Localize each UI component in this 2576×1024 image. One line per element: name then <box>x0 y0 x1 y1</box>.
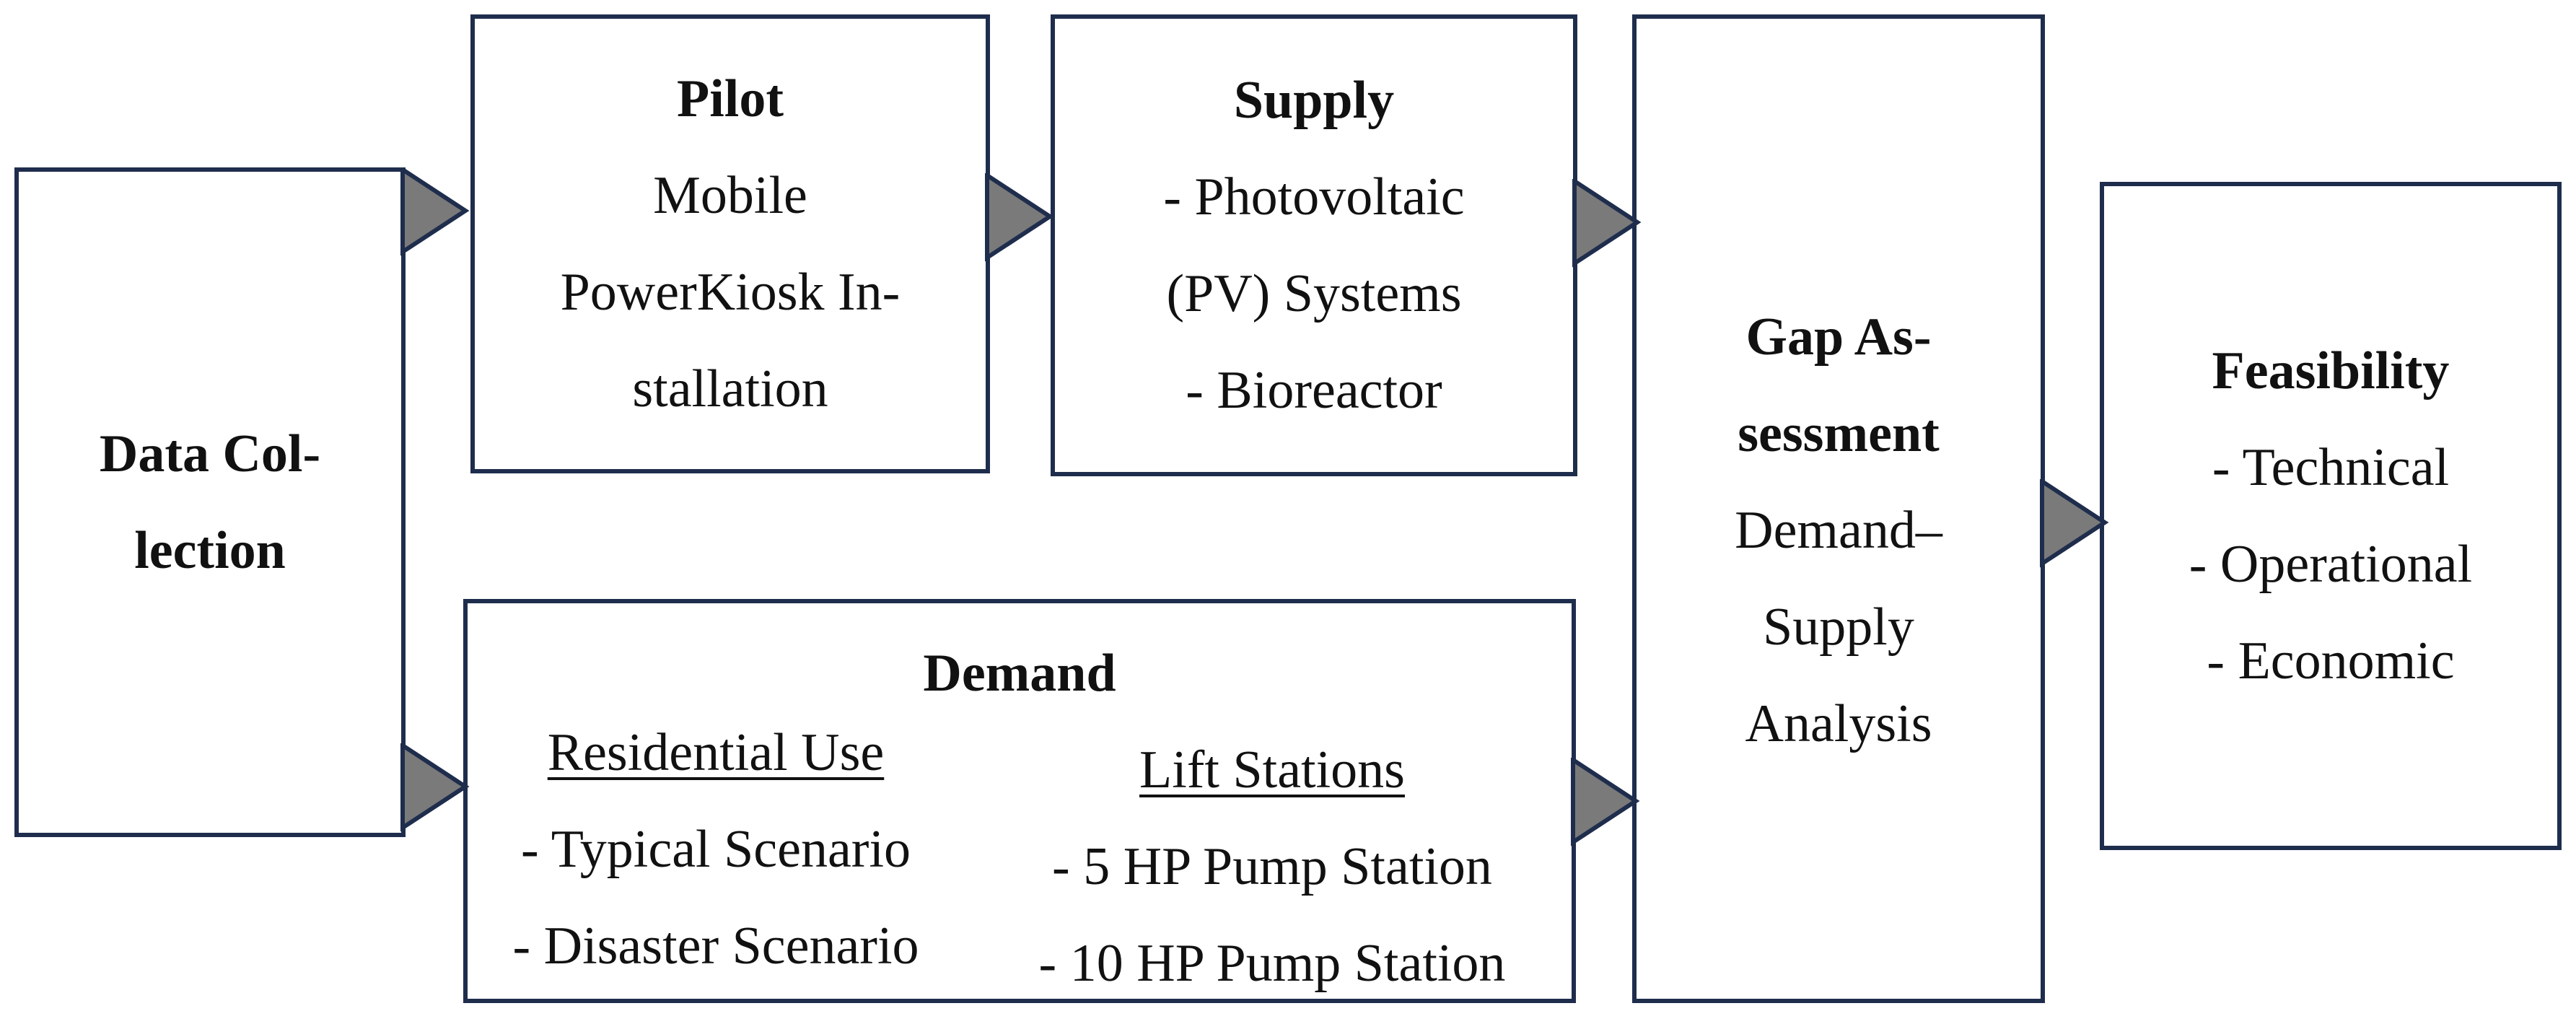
pilot-line-2: PowerKiosk In- <box>560 263 901 322</box>
pilot-title: Pilot <box>677 69 784 128</box>
data-collection-title-line-2: lection <box>134 521 286 580</box>
gap-assessment-box: Gap As- sessment Demand– Supply Analysis <box>1632 14 2045 1003</box>
residential-use-heading: Residential Use <box>547 723 885 782</box>
feasibility-line-2: - Operational <box>2189 535 2473 594</box>
gap-line-2: Supply <box>1763 598 1914 657</box>
gap-assessment-content: Gap As- sessment Demand– Supply Analysis <box>1637 289 2041 772</box>
lift-item-10hp: - 10 HP Pump Station <box>1038 934 1506 993</box>
supply-line-1: - Photovoltaic <box>1163 167 1465 227</box>
arrow-data-collection-to-pilot <box>400 167 470 256</box>
feasibility-line-3: - Economic <box>2207 631 2455 691</box>
supply-line-2: (PV) Systems <box>1166 264 1462 323</box>
feasibility-line-1: - Technical <box>2212 438 2450 497</box>
arrow-supply-to-gap <box>1572 179 1642 268</box>
gap-title-line-2: sessment <box>1738 404 1940 463</box>
data-collection-box: Data Col- lection <box>14 167 406 837</box>
residential-item-typical: - Typical Scenario <box>520 820 911 879</box>
residential-use-column: Residential Use - Typical Scenario - Dis… <box>470 704 961 994</box>
lift-stations-heading: Lift Stations <box>1139 740 1405 800</box>
demand-box: Demand Residential Use - Typical Scenari… <box>463 599 1576 1003</box>
arrow-gap-to-feasibility <box>2040 479 2109 568</box>
gap-title-line-1: Gap As- <box>1745 307 1932 367</box>
demand-title: Demand <box>923 644 1116 703</box>
residential-item-disaster: - Disaster Scenario <box>512 916 919 976</box>
arrow-pilot-to-supply <box>985 173 1054 262</box>
pilot-box: Pilot Mobile PowerKiosk In- stallation <box>470 14 990 473</box>
gap-line-1: Demand– <box>1735 501 1942 560</box>
feasibility-title: Feasibility <box>2212 341 2450 401</box>
data-collection-title-line-1: Data Col- <box>99 424 321 483</box>
supply-title: Supply <box>1233 71 1395 130</box>
lift-item-5hp: - 5 HP Pump Station <box>1052 837 1492 896</box>
supply-line-3: - Bioreactor <box>1186 361 1442 420</box>
arrow-demand-to-gap <box>1571 758 1640 846</box>
arrow-data-collection-to-demand <box>400 743 470 832</box>
supply-box: Supply - Photovoltaic (PV) Systems - Bio… <box>1051 14 1577 476</box>
lift-stations-column: Lift Stations - 5 HP Pump Station - 10 H… <box>973 722 1572 1012</box>
pilot-line-3: stallation <box>632 359 828 419</box>
pilot-line-1: Mobile <box>653 166 807 225</box>
feasibility-box: Feasibility - Technical - Operational - … <box>2100 182 2562 850</box>
gap-line-3: Analysis <box>1745 694 1932 753</box>
